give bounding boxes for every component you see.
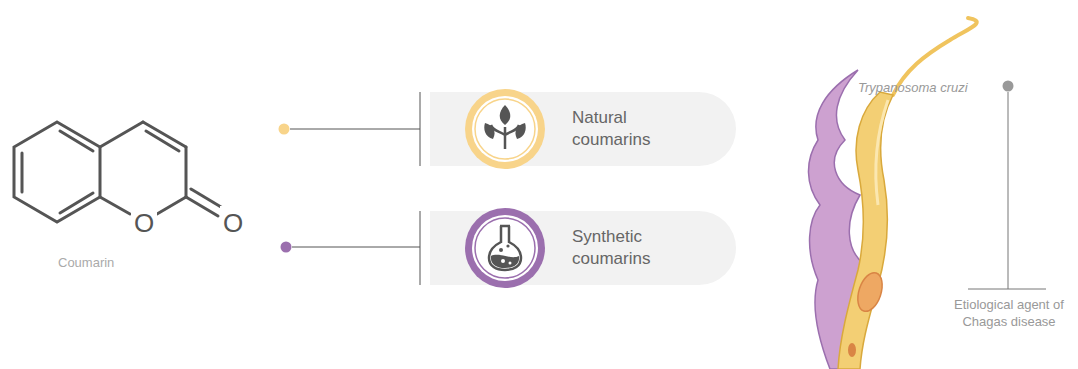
atom-label: O <box>131 206 157 240</box>
coumarin-structure <box>14 122 221 222</box>
callout-bar <box>968 289 1046 290</box>
bracket-bar <box>420 211 421 285</box>
category-label: Natural coumarins <box>572 107 684 151</box>
flask-icon <box>463 206 547 290</box>
trypanosome-illustration <box>808 18 976 369</box>
leader-line <box>292 247 420 248</box>
callout-line <box>1008 92 1009 289</box>
category-pill: Synthetic coumarins <box>430 211 736 285</box>
atom-label: O <box>220 206 246 240</box>
leader-dot <box>281 242 292 253</box>
leader-dot <box>279 124 290 135</box>
category-pill: Natural coumarins <box>430 92 736 166</box>
organism-note: Etiological agent of Chagas disease <box>946 296 1072 330</box>
category-label: Synthetic coumarins <box>572 226 684 270</box>
plant-icon <box>463 87 547 171</box>
bracket-bar <box>420 92 421 166</box>
organism-name: Trypanosoma cruzi <box>858 79 998 96</box>
leader-line <box>290 129 420 130</box>
callout-dot <box>1003 81 1014 92</box>
compound-name: Coumarin <box>58 254 138 271</box>
